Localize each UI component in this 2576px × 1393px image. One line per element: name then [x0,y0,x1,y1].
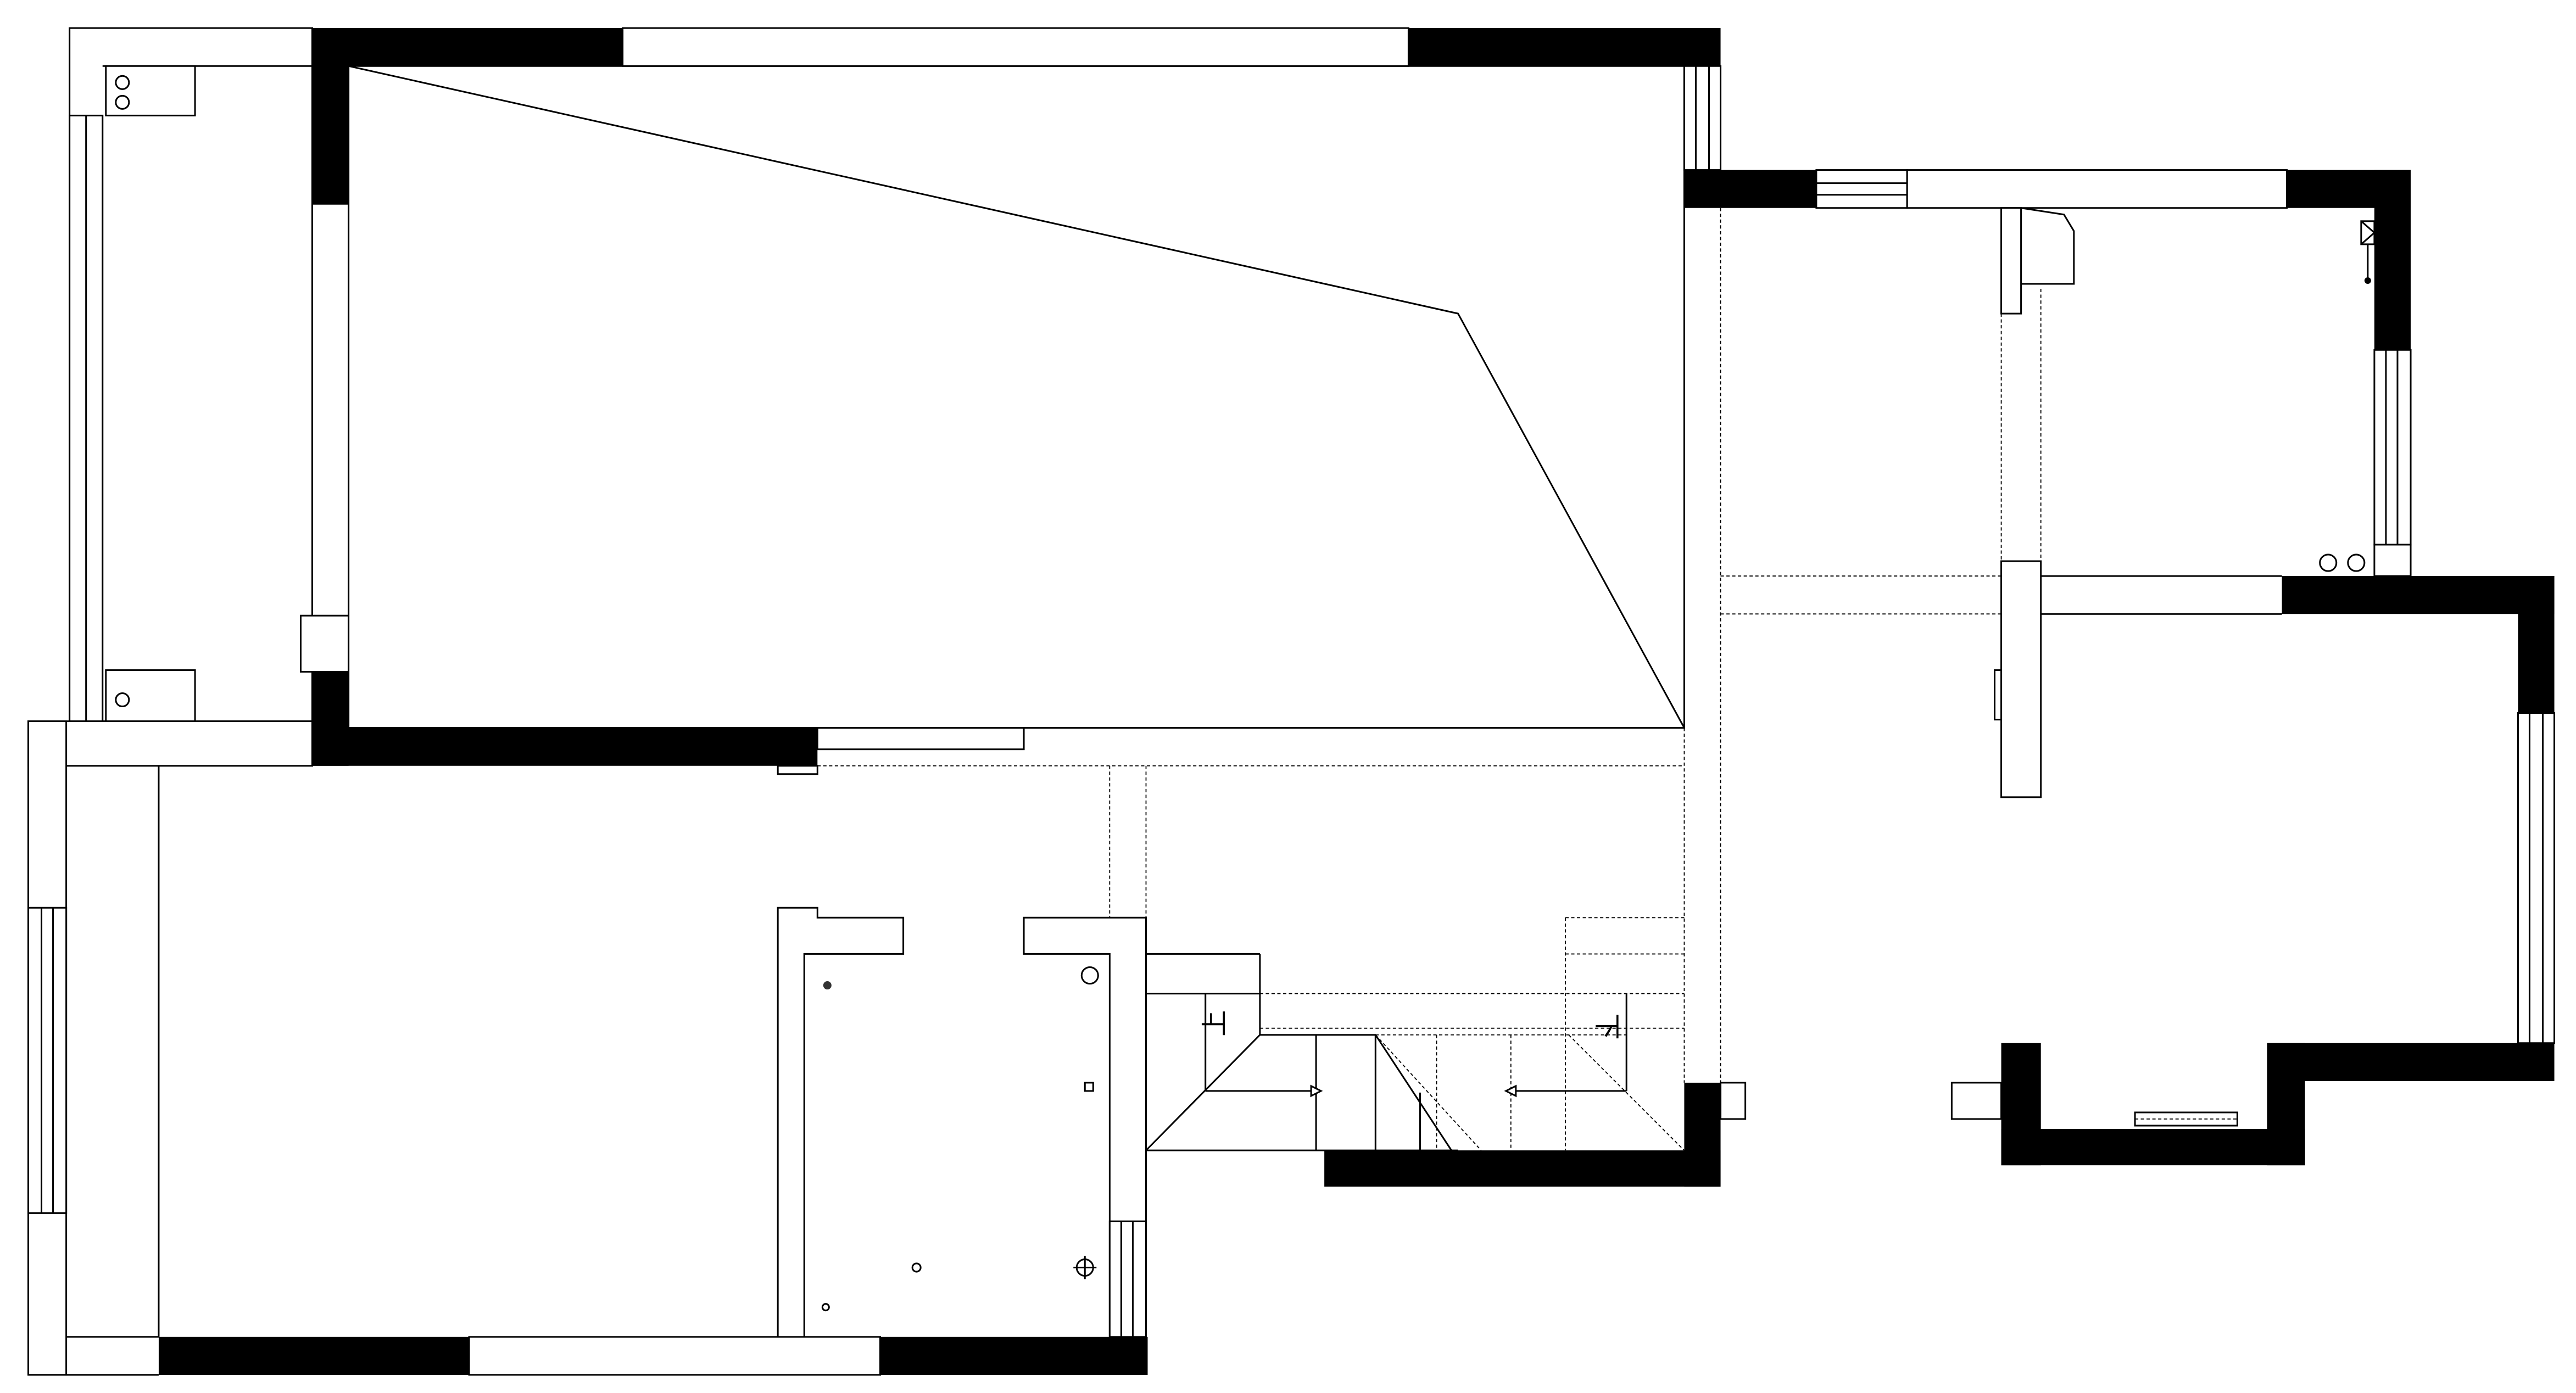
bathroom [777,907,1147,1338]
vent-icon [1084,1082,1094,1092]
double-height-void [311,65,1685,767]
pipe-icon [1080,966,1099,985]
bedroom-upper-right [1720,207,2376,615]
living-room [27,720,1148,1376]
stair-up-label: 上 [1200,1010,1230,1037]
balcony-left [69,27,350,723]
stair-down-label: 下 [1592,1014,1622,1040]
walls-middle [312,208,1721,1083]
floor-drain-icon [823,981,832,990]
staircase: 上 下 [1145,917,1747,1187]
walls-top [312,27,2412,577]
bedroom-lower-right [1950,560,2556,1166]
